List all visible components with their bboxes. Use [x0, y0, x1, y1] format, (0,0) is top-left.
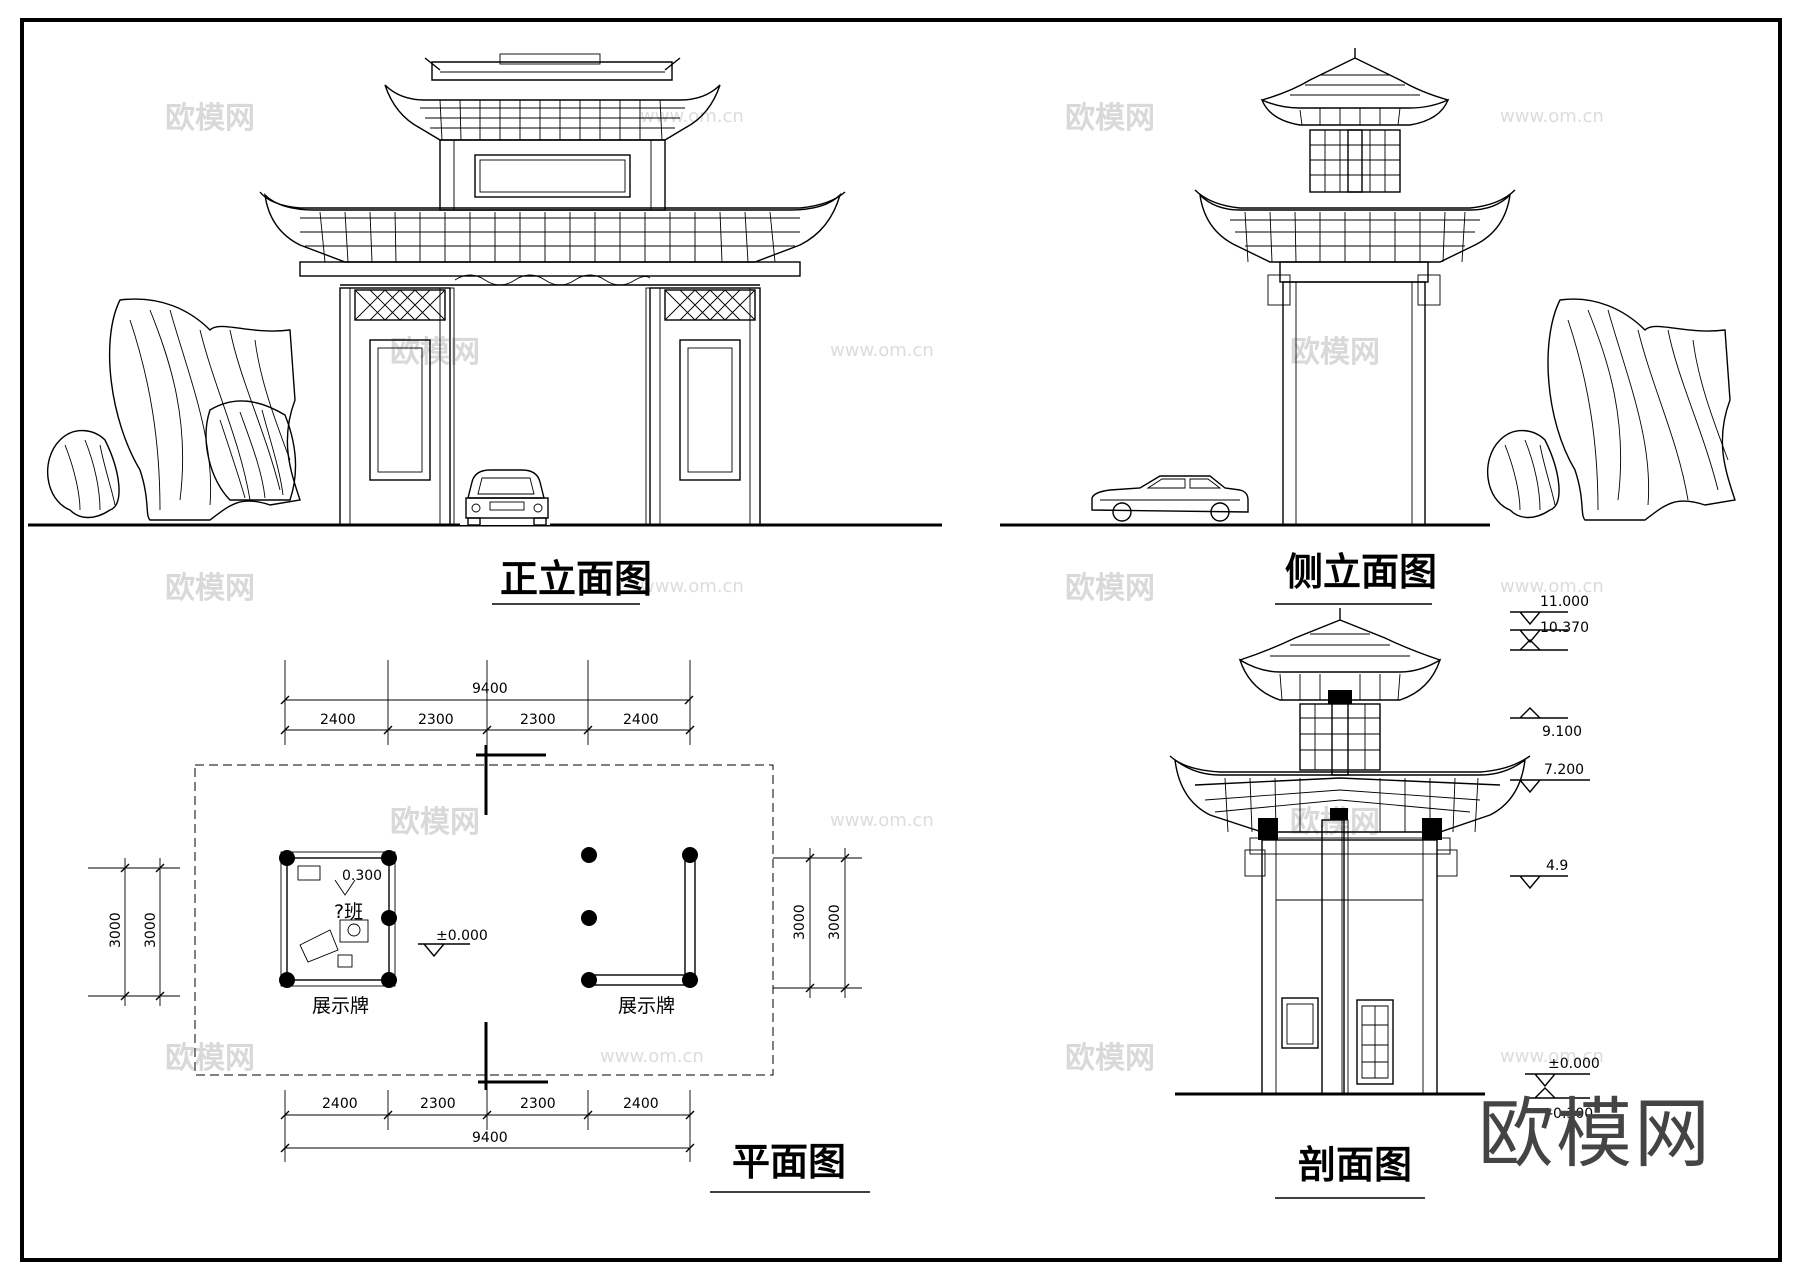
watermark-layer: 欧模网 www.om.cn 欧模网 www.om.cn 欧模网 www.om.c…	[165, 101, 1604, 1076]
side-elevation-title: 侧立面图	[1285, 550, 1437, 594]
main-roof	[264, 192, 842, 263]
watermark-brand: 欧模网	[1065, 1041, 1155, 1076]
level-7200: 7.200	[1544, 762, 1584, 778]
car-front	[460, 469, 550, 526]
elevation-marks: 11.000 10.370 9.100 7.200 4.9 ±0.000 -0.…	[1510, 594, 1600, 1122]
level-9100: 9.100	[1542, 724, 1582, 740]
plan-top-seg-1: 2400	[320, 712, 356, 728]
guard-room: 0.300 ?班	[279, 850, 397, 988]
watermark-url: www.om.cn	[640, 576, 744, 597]
car-side	[1091, 475, 1249, 522]
section-title: 剖面图	[1298, 1143, 1412, 1187]
right-panel	[679, 339, 741, 481]
left-wall	[339, 287, 451, 526]
plan-top-seg-3: 2300	[520, 712, 556, 728]
brand-logo-text: 欧模网	[1478, 1089, 1712, 1178]
watermark-url: www.om.cn	[1500, 1046, 1604, 1067]
sign-right-label: 展示牌	[618, 995, 675, 1017]
plan-bottom-total: 9400	[472, 1130, 508, 1146]
watermark-brand: 欧模网	[1065, 571, 1155, 606]
level-0000: ±0.000	[1548, 1056, 1600, 1072]
side-elevation: 侧立面图	[1000, 48, 1736, 605]
watermark-url: www.om.cn	[830, 810, 934, 831]
plan-floor-level: ±0.000	[436, 928, 488, 944]
plan-right-dim-1: 3000	[792, 904, 808, 940]
left-panel	[369, 339, 431, 481]
sheet-border	[20, 18, 1782, 1262]
room-label: ?班	[334, 901, 363, 923]
rock-left	[46, 298, 301, 521]
right-wall	[649, 287, 761, 526]
side-pillar	[1282, 281, 1426, 526]
plan-left-dim-1: 3000	[108, 912, 124, 948]
room-level: 0.300	[342, 868, 382, 884]
plan-right-dim-2: 3000	[827, 904, 843, 940]
side-main-roof	[1199, 193, 1511, 263]
watermark-brand: 欧模网	[165, 1041, 255, 1076]
watermark-brand: 欧模网	[390, 335, 480, 370]
plan-title: 平面图	[732, 1140, 846, 1184]
plan-top-seg-4: 2400	[623, 712, 659, 728]
right-posts	[581, 847, 698, 988]
watermark-url: www.om.cn	[600, 1046, 704, 1067]
watermark-url: www.om.cn	[830, 340, 934, 361]
front-elevation-title: 正立面图	[500, 557, 652, 601]
watermark-brand: 欧模网	[1290, 335, 1380, 370]
level-11000: 11.000	[1540, 594, 1589, 610]
level-10370: 10.370	[1540, 620, 1589, 636]
plan-top-seg-2: 2300	[418, 712, 454, 728]
watermark-brand: 欧模网	[390, 805, 480, 840]
watermark-url: www.om.cn	[1500, 106, 1604, 127]
name-board-frame	[439, 139, 666, 211]
watermark-brand: 欧模网	[165, 571, 255, 606]
watermark-url: www.om.cn	[1500, 576, 1604, 597]
level-minus-0300: -0.300	[1548, 1106, 1593, 1122]
plan-bottom-seg-3: 2300	[520, 1096, 556, 1112]
upper-roof	[384, 84, 721, 141]
plan-bottom-seg-2: 2300	[420, 1096, 456, 1112]
roof-outline	[194, 764, 774, 1076]
plan-top-total: 9400	[472, 681, 508, 697]
rock-right	[1486, 298, 1736, 521]
watermark-url: www.om.cn	[640, 106, 744, 127]
plan-bottom-seg-4: 2400	[623, 1096, 659, 1112]
watermark-brand: 欧模网	[1065, 101, 1155, 136]
section-body	[1261, 839, 1438, 1095]
section-view: 11.000 10.370 9.100 7.200 4.9 ±0.000 -0.…	[1169, 594, 1600, 1199]
plan-bottom-seg-1: 2400	[322, 1096, 358, 1112]
front-elevation: 正立面图	[28, 53, 942, 605]
level-4900: 4.9	[1546, 858, 1568, 874]
watermark-brand: 欧模网	[165, 101, 255, 136]
name-board	[474, 154, 631, 198]
sign-left-label: 展示牌	[312, 995, 369, 1017]
plan-left-dim-2: 3000	[143, 912, 159, 948]
plan-view: 9400 2400 2300 2300 2400 0.300 ?班	[88, 660, 870, 1193]
